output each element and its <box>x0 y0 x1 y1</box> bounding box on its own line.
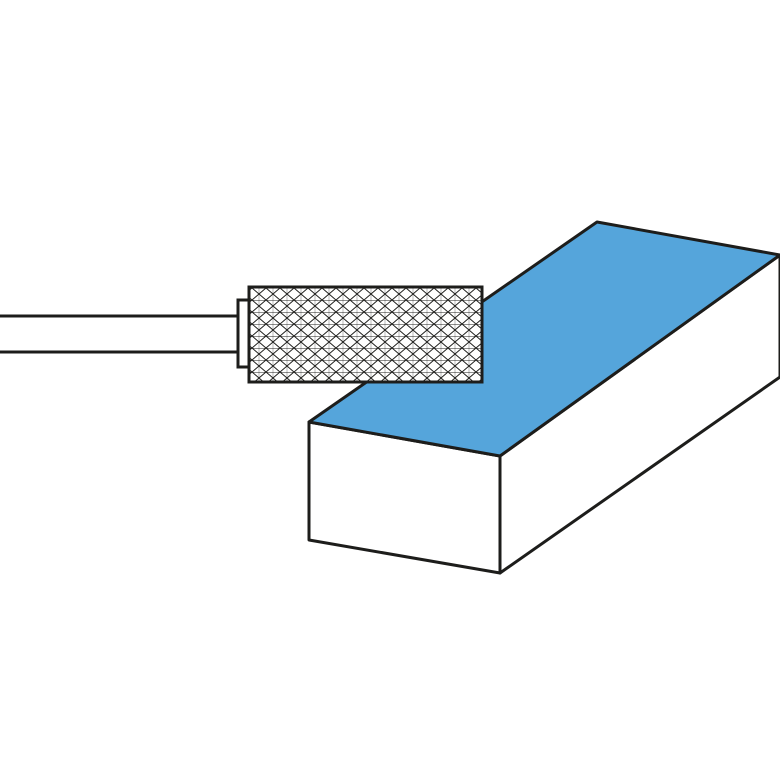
burr-knurl-pattern <box>249 287 482 382</box>
rotary-burr-tool <box>0 285 484 384</box>
block-top-face <box>307 220 780 458</box>
workpiece-block <box>307 220 780 575</box>
burr-head-outline <box>247 285 484 384</box>
tool-shank <box>0 314 241 354</box>
